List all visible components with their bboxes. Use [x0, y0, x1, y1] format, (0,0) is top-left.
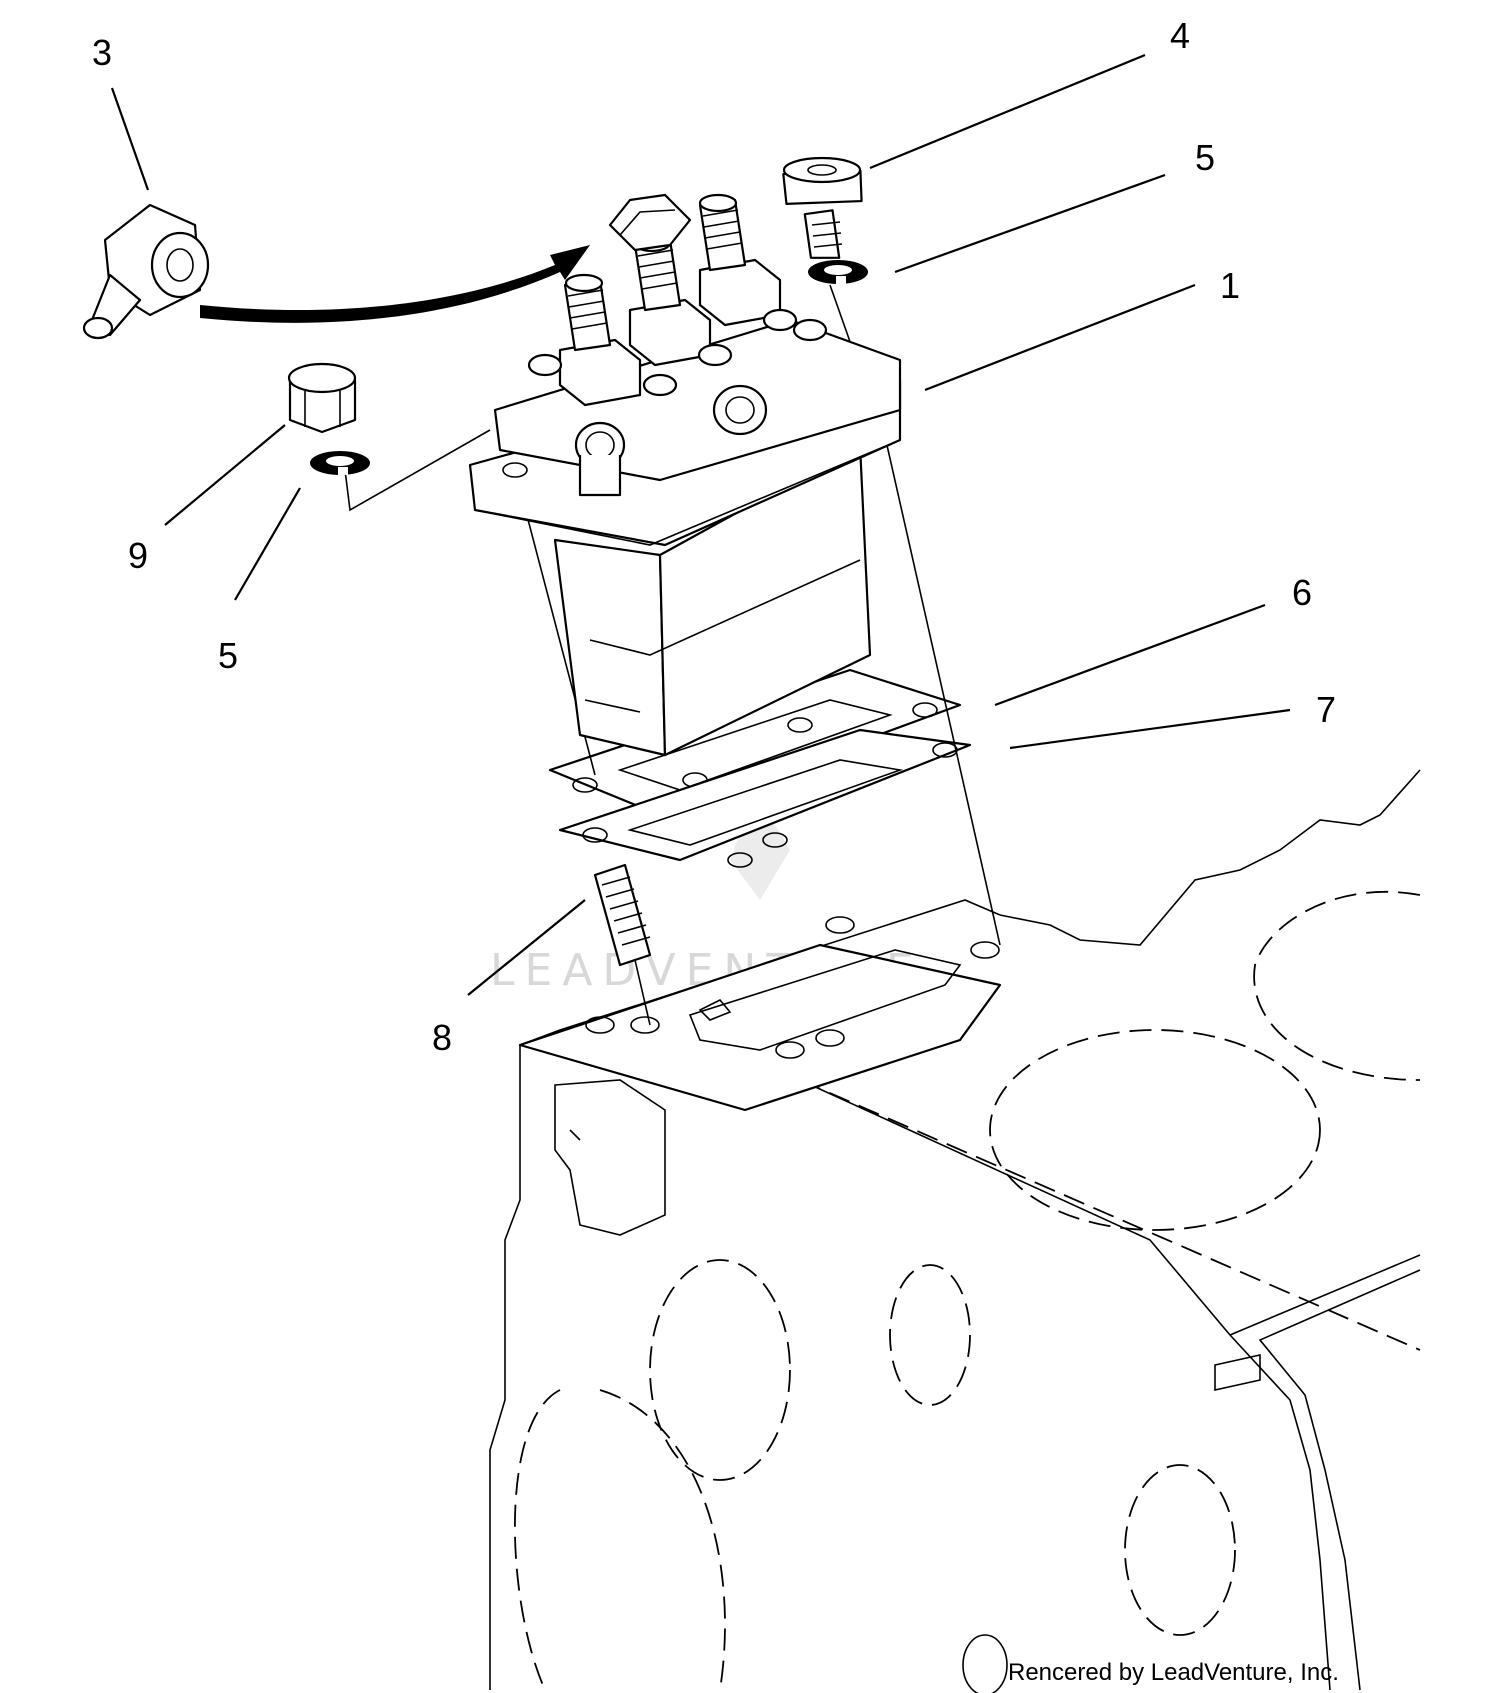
- render-credit: Rencered by LeadVenture, Inc.: [1008, 1659, 1339, 1686]
- assembly-arrow: [200, 245, 590, 323]
- lock-washer-upper: [808, 260, 868, 284]
- hex-nut-detached: [608, 193, 692, 252]
- callout-1: 1: [1220, 265, 1240, 306]
- fitting-3: [82, 203, 210, 340]
- callout-8: 8: [432, 1017, 452, 1058]
- callout-labels: 3 4 5 1 6 7 9 5 8: [92, 15, 1336, 1058]
- callout-4: 4: [1170, 15, 1190, 56]
- stud-8: [593, 863, 652, 967]
- callout-3: 3: [92, 32, 112, 73]
- gasket-6: [548, 668, 962, 817]
- gasket-7: [558, 728, 972, 868]
- callout-7: 7: [1316, 689, 1336, 730]
- callout-5-lower: 5: [218, 635, 238, 676]
- lock-washer-lower: [310, 451, 370, 475]
- engine-block: [489, 769, 1421, 1693]
- callout-5-upper: 5: [1195, 137, 1215, 178]
- cap-screw-4: [782, 156, 863, 259]
- callout-9: 9: [128, 535, 148, 576]
- callout-6: 6: [1292, 572, 1312, 613]
- cap-nut-9: [287, 362, 357, 434]
- injection-pump: [468, 193, 902, 757]
- leader-lines: [110, 53, 1291, 996]
